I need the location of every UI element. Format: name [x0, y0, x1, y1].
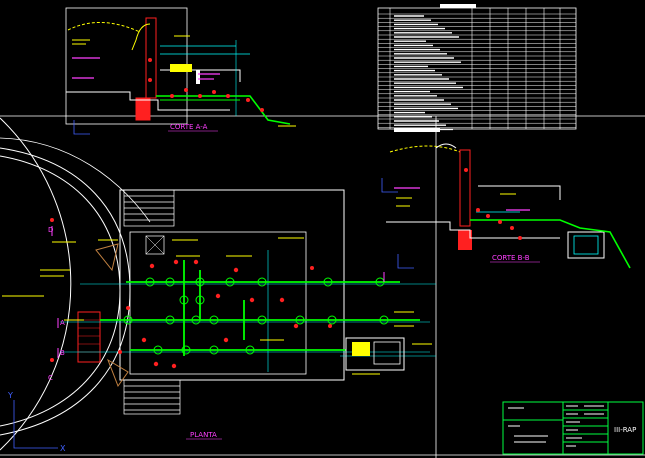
plan-pipelines — [100, 260, 420, 356]
section-a-title: CORTE A-A — [170, 123, 208, 131]
pipe-fitting — [181, 345, 191, 355]
pipe-fitting — [195, 295, 205, 305]
pipe-fitting — [379, 315, 389, 325]
pipe-fitting — [295, 315, 305, 325]
section-b-title: CORTE B-B — [492, 254, 530, 262]
stairs-top — [123, 189, 175, 227]
valve-chamber — [345, 337, 405, 371]
pipe-fitting — [191, 315, 201, 325]
ucs-y-label: Y — [7, 391, 13, 400]
pipe-fitting — [145, 277, 155, 287]
pipe-fitting — [323, 277, 333, 287]
section-a-pump-base — [135, 97, 151, 121]
pipe-fitting — [165, 277, 175, 287]
pipe-fitting — [123, 315, 133, 325]
pipe-fitting — [225, 277, 235, 287]
ucs-icons — [13, 120, 414, 449]
pipe-fitting — [209, 315, 219, 325]
section-b-discharge-pipe — [470, 219, 631, 269]
pipe-fitting — [209, 345, 219, 355]
section-b-b-drawing: CORTE B-B — [386, 143, 631, 269]
marker-d: D — [48, 226, 53, 234]
pump-house-outline — [119, 189, 345, 381]
section-b-pump-base — [458, 230, 472, 250]
section-b-dome — [389, 145, 461, 153]
plan-drawing: A B C D PLANTA — [0, 117, 436, 451]
equipment-schedule-table — [377, 4, 577, 132]
plan-fittings — [123, 277, 389, 355]
title-block — [502, 401, 644, 455]
pipe-fitting — [327, 315, 337, 325]
tank-outer-arc — [0, 117, 72, 451]
marker-c: C — [48, 374, 53, 382]
section-a-discharge-pipe — [156, 95, 291, 125]
sheet-frame — [0, 115, 645, 458]
pipe-fitting — [257, 315, 267, 325]
pipe-fitting — [257, 277, 267, 287]
section-a-dome — [67, 21, 141, 33]
pipe-fitting — [179, 295, 189, 305]
section-a-pump-column — [145, 17, 157, 99]
section-a-floor — [66, 91, 230, 111]
title-block-code: III-RAP — [614, 426, 636, 434]
pipe-fitting — [153, 345, 163, 355]
ucs-x-label: X — [60, 444, 66, 453]
pipe-fitting — [195, 277, 205, 287]
marker-b-left: B — [60, 349, 65, 357]
plan-title: PLANTA — [190, 431, 217, 439]
stairs-bottom — [123, 379, 181, 415]
marker-a-left: A — [60, 319, 65, 327]
pipe-fitting — [165, 315, 175, 325]
pipe-fitting — [245, 345, 255, 355]
section-a-a-drawing: CORTE A-A — [65, 7, 296, 132]
